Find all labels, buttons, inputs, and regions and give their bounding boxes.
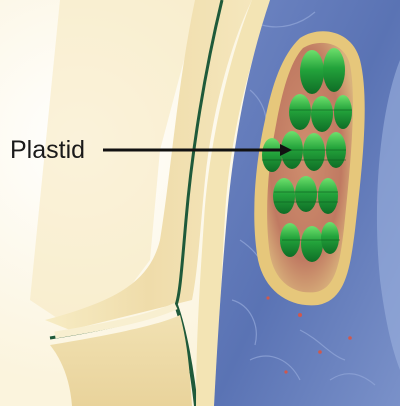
plastid-label: Plastid (10, 134, 85, 166)
granum (273, 176, 338, 214)
granum (289, 94, 352, 132)
